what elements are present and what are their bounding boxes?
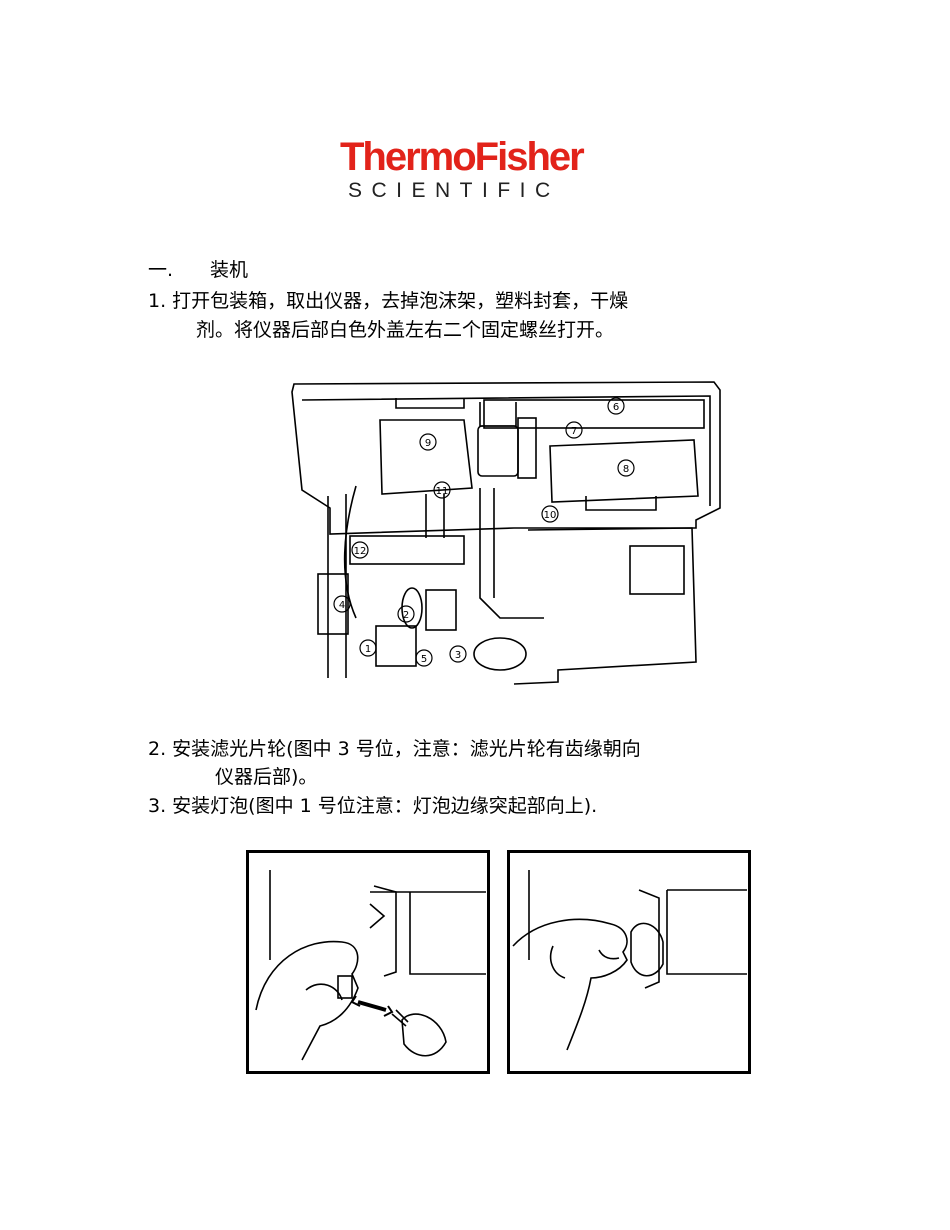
callout-6: 6 bbox=[613, 402, 619, 413]
step-1-line-1: 1. 打开包装箱，取出仪器，去掉泡沫架，塑料封套，干燥 bbox=[148, 290, 629, 312]
step-3-line-1: 3. 安装灯泡(图中 1 号位注意：灯泡边缘突起部向上). bbox=[148, 795, 598, 817]
logo-brand-text: ThermoFisher bbox=[340, 135, 585, 179]
callout-2: 2 bbox=[403, 610, 409, 621]
step-1-line-2: 剂。将仪器后部白色外盖左右二个固定螺丝打开。 bbox=[196, 319, 615, 341]
step-2-line-1: 2. 安装滤光片轮(图中 3 号位，注意：滤光片轮有齿缘朝向 bbox=[148, 738, 641, 760]
section-number: 一. bbox=[148, 259, 174, 281]
callout-8: 8 bbox=[623, 464, 629, 475]
thermo-fisher-logo: ThermoFisher SCIENTIFIC bbox=[330, 135, 630, 205]
callout-1: 1 bbox=[365, 644, 371, 655]
section-title: 装机 bbox=[210, 259, 249, 281]
callout-4: 4 bbox=[339, 600, 345, 611]
callout-3: 3 bbox=[455, 650, 461, 661]
callout-11: 11 bbox=[436, 486, 449, 497]
instrument-interior-figure: 1 2 3 4 5 6 7 8 9 10 11 12 bbox=[291, 381, 721, 685]
lamp-insertion-figure bbox=[507, 850, 751, 1074]
lamp-removal-figure bbox=[246, 850, 490, 1074]
section-heading: 一. 装机 bbox=[148, 257, 248, 283]
callout-7: 7 bbox=[571, 426, 577, 437]
callout-9: 9 bbox=[425, 438, 431, 449]
callout-5: 5 bbox=[421, 654, 427, 665]
logo-sub-text: SCIENTIFIC bbox=[348, 179, 560, 202]
callout-10: 10 bbox=[544, 510, 557, 521]
step-2-line-2: 仪器后部)。 bbox=[215, 766, 318, 788]
callout-12: 12 bbox=[354, 546, 367, 557]
